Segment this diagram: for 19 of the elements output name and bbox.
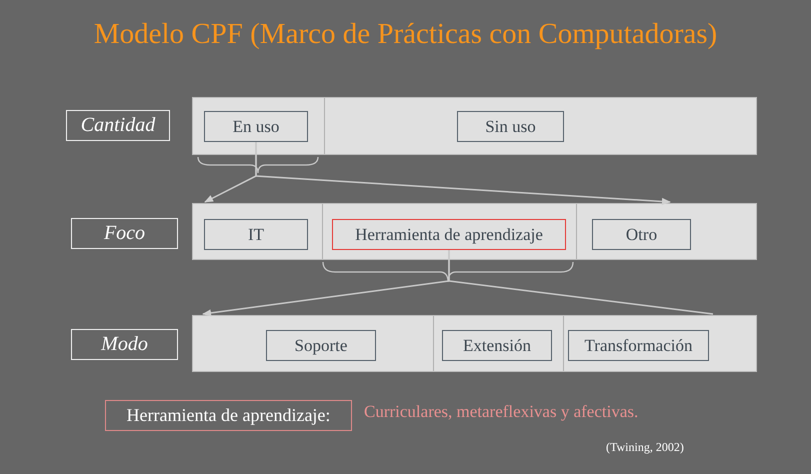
category-band [192, 315, 757, 372]
citation: (Twining, 2002) [606, 440, 684, 455]
category-box: En uso [204, 111, 308, 142]
row-label-box: Modo [71, 329, 178, 360]
arrow [255, 142, 671, 206]
category-band [192, 97, 757, 155]
row-label-box: Foco [71, 218, 178, 249]
slide-title: Modelo CPF (Marco de Prácticas con Computadoras) [92, 18, 718, 51]
row-label-box: Cantidad [66, 110, 170, 141]
highlight-box: Herramienta de aprendizaje: [105, 400, 352, 431]
category-box: Sin uso [457, 111, 564, 142]
label-text: Curriculares, metareflexivas y afectivas. [364, 402, 638, 422]
category-box: Transformación [568, 330, 709, 361]
category-box: Otro [592, 219, 691, 250]
category-box: Soporte [266, 330, 376, 361]
category-box: Herramienta de aprendizaje [332, 219, 566, 250]
category-box: IT [204, 219, 308, 250]
category-band [192, 203, 757, 260]
category-box: Extensión [442, 330, 552, 361]
